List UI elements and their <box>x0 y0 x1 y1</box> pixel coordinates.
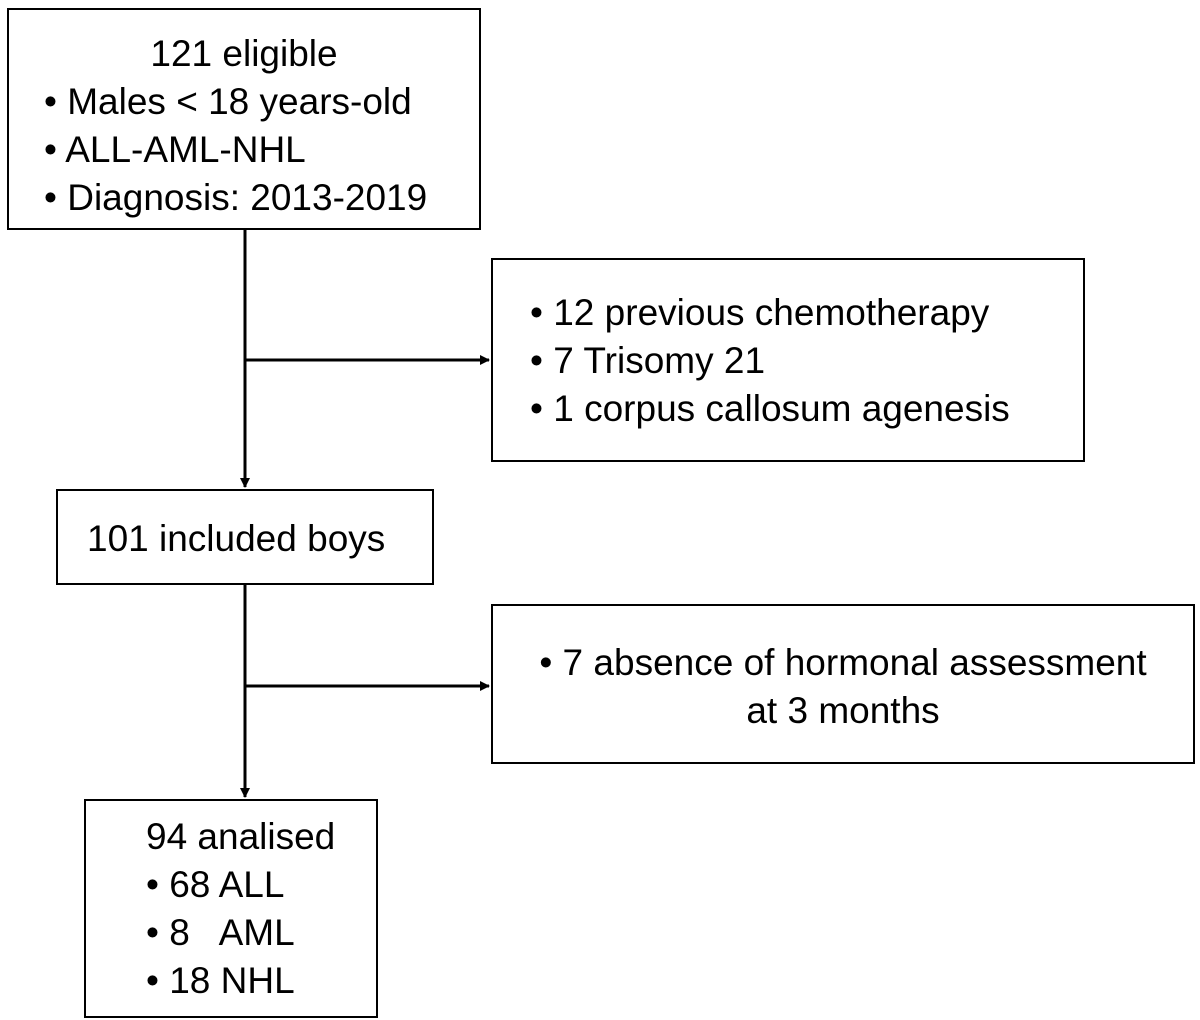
exclusion-item: • 12 previous chemotherapy <box>530 292 990 333</box>
analysed-item: • 68 ALL <box>146 864 285 905</box>
analysed-item: • 18 NHL <box>146 960 295 1001</box>
exclusion-text-line: • 7 absence of hormonal assessment <box>539 642 1147 683</box>
exclusion-item: • 7 Trisomy 21 <box>530 340 766 381</box>
exclusion-box-1: • 12 previous chemotherapy • 7 Trisomy 2… <box>491 258 1085 462</box>
exclusion-box-2: • 7 absence of hormonal assessment at 3 … <box>491 604 1195 764</box>
eligible-item: • Males < 18 years-old <box>44 81 412 122</box>
included-title: 101 included boys <box>87 518 386 559</box>
exclusion-item: • 1 corpus callosum agenesis <box>530 388 1010 429</box>
eligible-box: 121 eligible • Males < 18 years-old • AL… <box>7 8 481 230</box>
exclusion-text-line: at 3 months <box>746 690 940 731</box>
eligible-item: • Diagnosis: 2013-2019 <box>44 177 428 218</box>
analysed-title: 94 analised <box>146 816 336 857</box>
analysed-box: 94 analised • 68 ALL • 8 AML • 18 NHL <box>84 799 378 1018</box>
eligible-item: • ALL-AML-NHL <box>44 129 306 170</box>
eligible-title: 121 eligible <box>150 33 338 74</box>
analysed-item: • 8 AML <box>146 912 295 953</box>
included-box: 101 included boys <box>56 489 434 585</box>
